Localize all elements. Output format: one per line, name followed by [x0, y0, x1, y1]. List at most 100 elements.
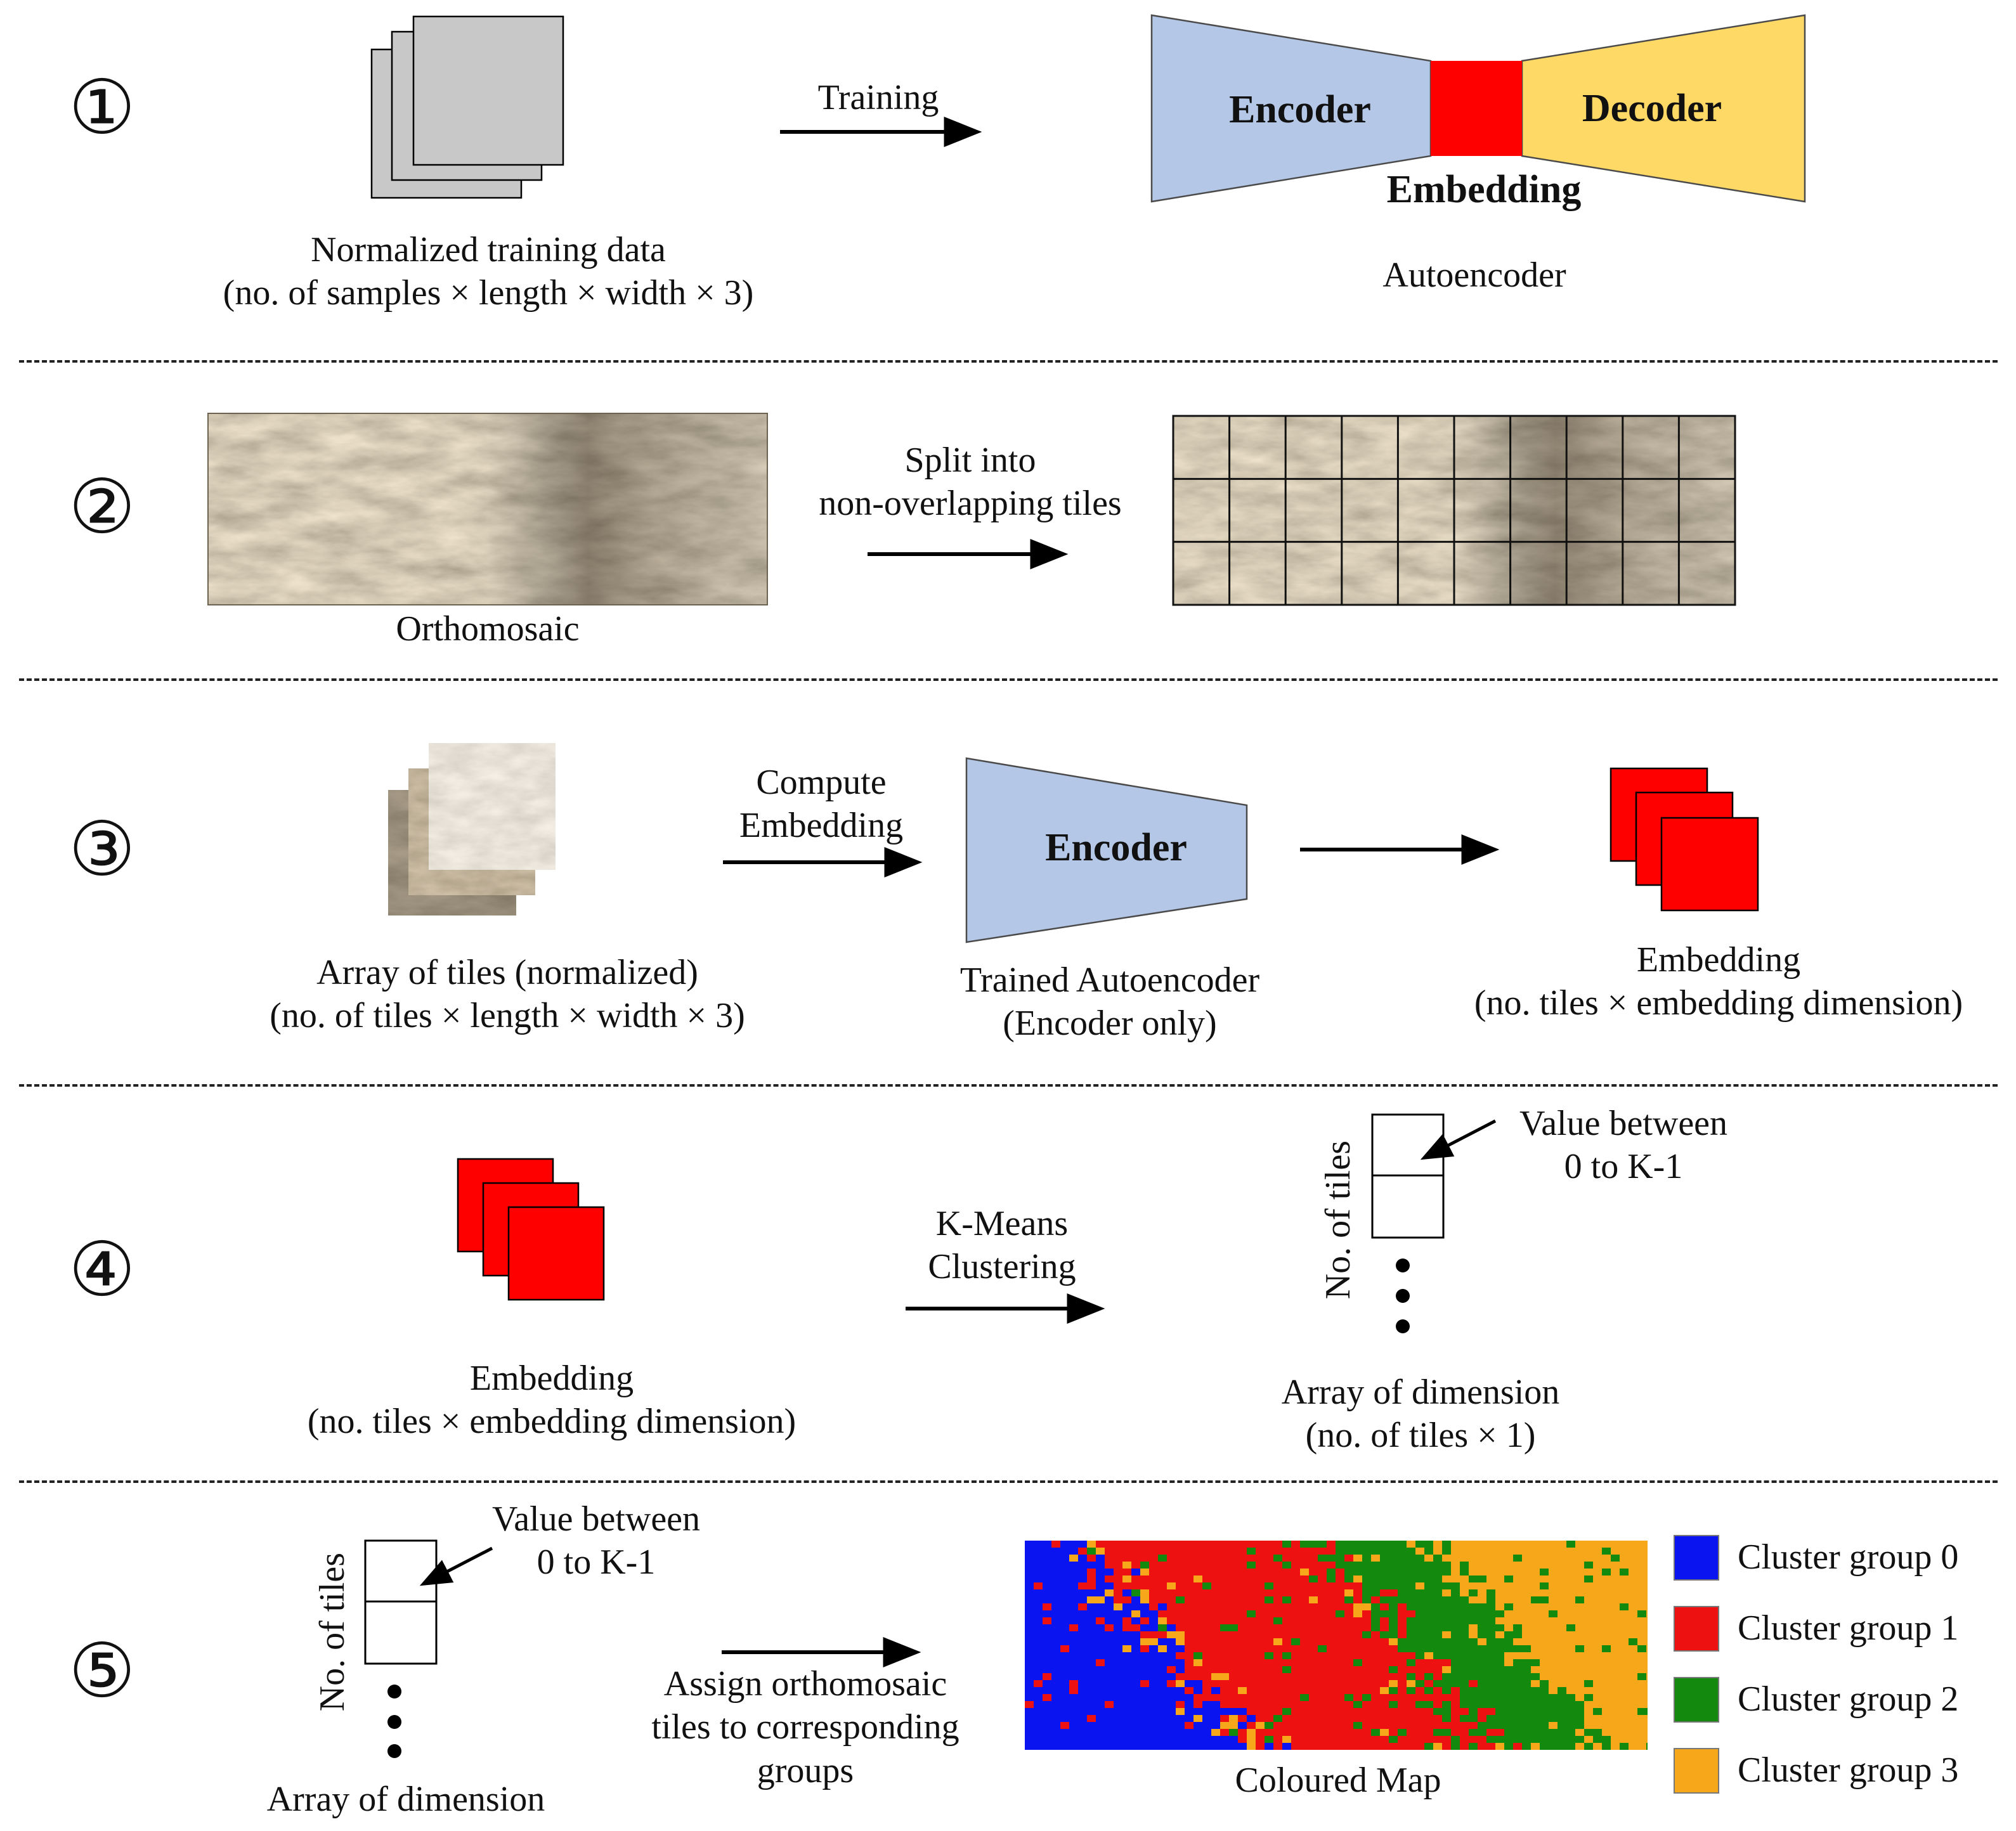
map-cell: [1265, 1701, 1273, 1708]
map-cell: [1220, 1617, 1229, 1624]
map-cell: [1549, 1680, 1558, 1687]
map-cell: [1637, 1729, 1646, 1736]
map-cell: [1300, 1582, 1309, 1589]
map-cell: [1549, 1708, 1558, 1715]
map-cell: [1025, 1666, 1034, 1673]
map-cell: [1282, 1659, 1291, 1666]
map-cell: [1282, 1701, 1291, 1708]
map-cell: [1131, 1645, 1140, 1652]
map-cell: [1211, 1596, 1220, 1603]
map-cell: [1398, 1624, 1407, 1631]
map-cell: [1620, 1555, 1629, 1562]
map-cell: [1522, 1708, 1531, 1715]
map-cell: [1389, 1638, 1398, 1645]
map-cell: [1087, 1743, 1096, 1750]
map-cell: [1043, 1596, 1051, 1603]
map-cell: [1442, 1659, 1451, 1666]
map-cell: [1495, 1582, 1504, 1589]
map-cell: [1051, 1645, 1060, 1652]
map-cell: [1043, 1645, 1051, 1652]
map-cell: [1256, 1624, 1265, 1631]
map-cell: [1185, 1743, 1193, 1750]
map-cell: [1202, 1589, 1211, 1596]
map-cell: [1593, 1645, 1602, 1652]
map-cell: [1247, 1701, 1256, 1708]
map-cell: [1096, 1569, 1105, 1575]
map-cell: [1593, 1722, 1602, 1729]
map-cell: [1025, 1596, 1034, 1603]
map-cell: [1114, 1596, 1122, 1603]
map-cell: [1362, 1645, 1371, 1652]
map-cell: [1602, 1624, 1611, 1631]
map-cell: [1575, 1715, 1584, 1722]
map-cell: [1185, 1610, 1193, 1617]
map-cell: [1602, 1596, 1611, 1603]
map-cell: [1584, 1631, 1593, 1638]
map-cell: [1620, 1715, 1629, 1722]
map-cell: [1336, 1575, 1344, 1582]
map-cell: [1504, 1652, 1513, 1659]
map-cell: [1273, 1562, 1282, 1569]
map-cell: [1522, 1736, 1531, 1743]
map-cell: [1087, 1555, 1096, 1562]
map-cell: [1273, 1701, 1282, 1708]
map-cell: [1069, 1722, 1078, 1729]
map-cell: [1318, 1687, 1327, 1694]
map-cell: [1309, 1666, 1318, 1673]
map-cell: [1265, 1610, 1273, 1617]
map-cell: [1371, 1736, 1380, 1743]
map-cell: [1415, 1708, 1424, 1715]
map-cell: [1522, 1555, 1531, 1562]
map-cell: [1105, 1666, 1114, 1673]
map-cell: [1424, 1736, 1433, 1743]
map-cell: [1584, 1638, 1593, 1645]
map-cell: [1584, 1722, 1593, 1729]
map-cell: [1451, 1541, 1460, 1548]
map-cell: [1602, 1708, 1611, 1715]
map-cell: [1646, 1575, 1648, 1582]
map-cell: [1531, 1659, 1540, 1666]
map-cell: [1522, 1617, 1531, 1624]
map-cell: [1478, 1645, 1486, 1652]
map-cell: [1140, 1541, 1149, 1548]
map-cell: [1051, 1659, 1060, 1666]
map-cell: [1078, 1666, 1087, 1673]
map-cell: [1069, 1631, 1078, 1638]
map-cell: [1549, 1610, 1558, 1617]
map-cell: [1158, 1701, 1167, 1708]
map-cell: [1087, 1548, 1096, 1555]
map-cell: [1300, 1596, 1309, 1603]
map-cell: [1522, 1673, 1531, 1680]
assign-arrow-label: Assign orthomosaic tiles to correspondin…: [651, 1664, 959, 1790]
map-cell: [1371, 1562, 1380, 1569]
map-cell: [1122, 1715, 1131, 1722]
map-cell: [1229, 1596, 1238, 1603]
map-cell: [1105, 1631, 1114, 1638]
map-cell: [1256, 1729, 1265, 1736]
map-cell: [1504, 1631, 1513, 1638]
map-cell: [1611, 1687, 1620, 1694]
map-cell: [1025, 1743, 1034, 1750]
map-cell: [1478, 1680, 1486, 1687]
map-cell: [1549, 1631, 1558, 1638]
map-cell: [1167, 1687, 1176, 1694]
map-cell: [1087, 1652, 1096, 1659]
map-cell: [1158, 1617, 1167, 1624]
map-cell: [1149, 1589, 1158, 1596]
map-cell: [1442, 1569, 1451, 1575]
map-cell: [1158, 1736, 1167, 1743]
map-cell: [1256, 1603, 1265, 1610]
map-cell: [1478, 1715, 1486, 1722]
map-cell: [1158, 1715, 1167, 1722]
map-cell: [1131, 1617, 1140, 1624]
map-cell: [1060, 1589, 1069, 1596]
map-cell: [1025, 1589, 1034, 1596]
map-cell: [1238, 1617, 1247, 1624]
map-cell: [1415, 1624, 1424, 1631]
map-cell: [1513, 1617, 1522, 1624]
map-cell: [1531, 1645, 1540, 1652]
map-cell: [1353, 1722, 1362, 1729]
map-cell: [1318, 1673, 1327, 1680]
map-cell: [1646, 1687, 1648, 1694]
map-cell: [1069, 1680, 1078, 1687]
